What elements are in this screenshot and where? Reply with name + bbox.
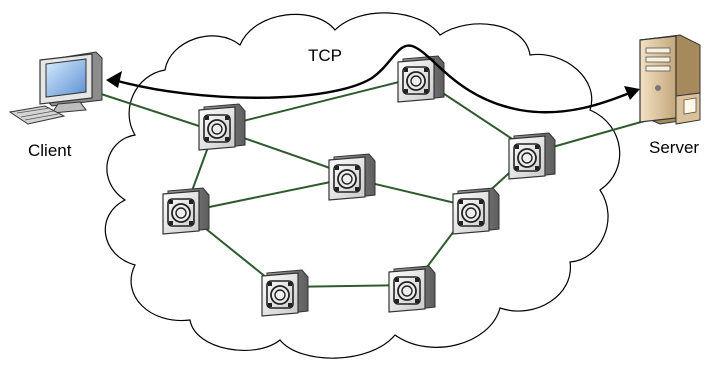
client-label: Client — [28, 141, 72, 160]
tcp-connection-arrow — [113, 44, 633, 114]
arrowhead-left — [106, 71, 122, 88]
router-icon — [198, 103, 246, 151]
router-icon — [328, 153, 376, 201]
server-label: Server — [649, 138, 700, 157]
network-cloud — [104, 12, 621, 359]
router-icon — [452, 187, 500, 235]
router-icon — [162, 187, 210, 235]
router-icon — [397, 55, 445, 103]
desktop-computer-icon — [8, 51, 103, 125]
router-icon — [388, 265, 436, 313]
router-icon — [261, 269, 309, 317]
tcp-label: TCP — [308, 46, 342, 65]
router-icon — [508, 132, 556, 180]
server-tower-icon — [639, 34, 701, 125]
link-r1-r2 — [214, 77, 416, 129]
link-r3-r4 — [184, 177, 351, 213]
link-client-r1 — [94, 91, 206, 129]
arrowhead-right — [624, 86, 640, 100]
